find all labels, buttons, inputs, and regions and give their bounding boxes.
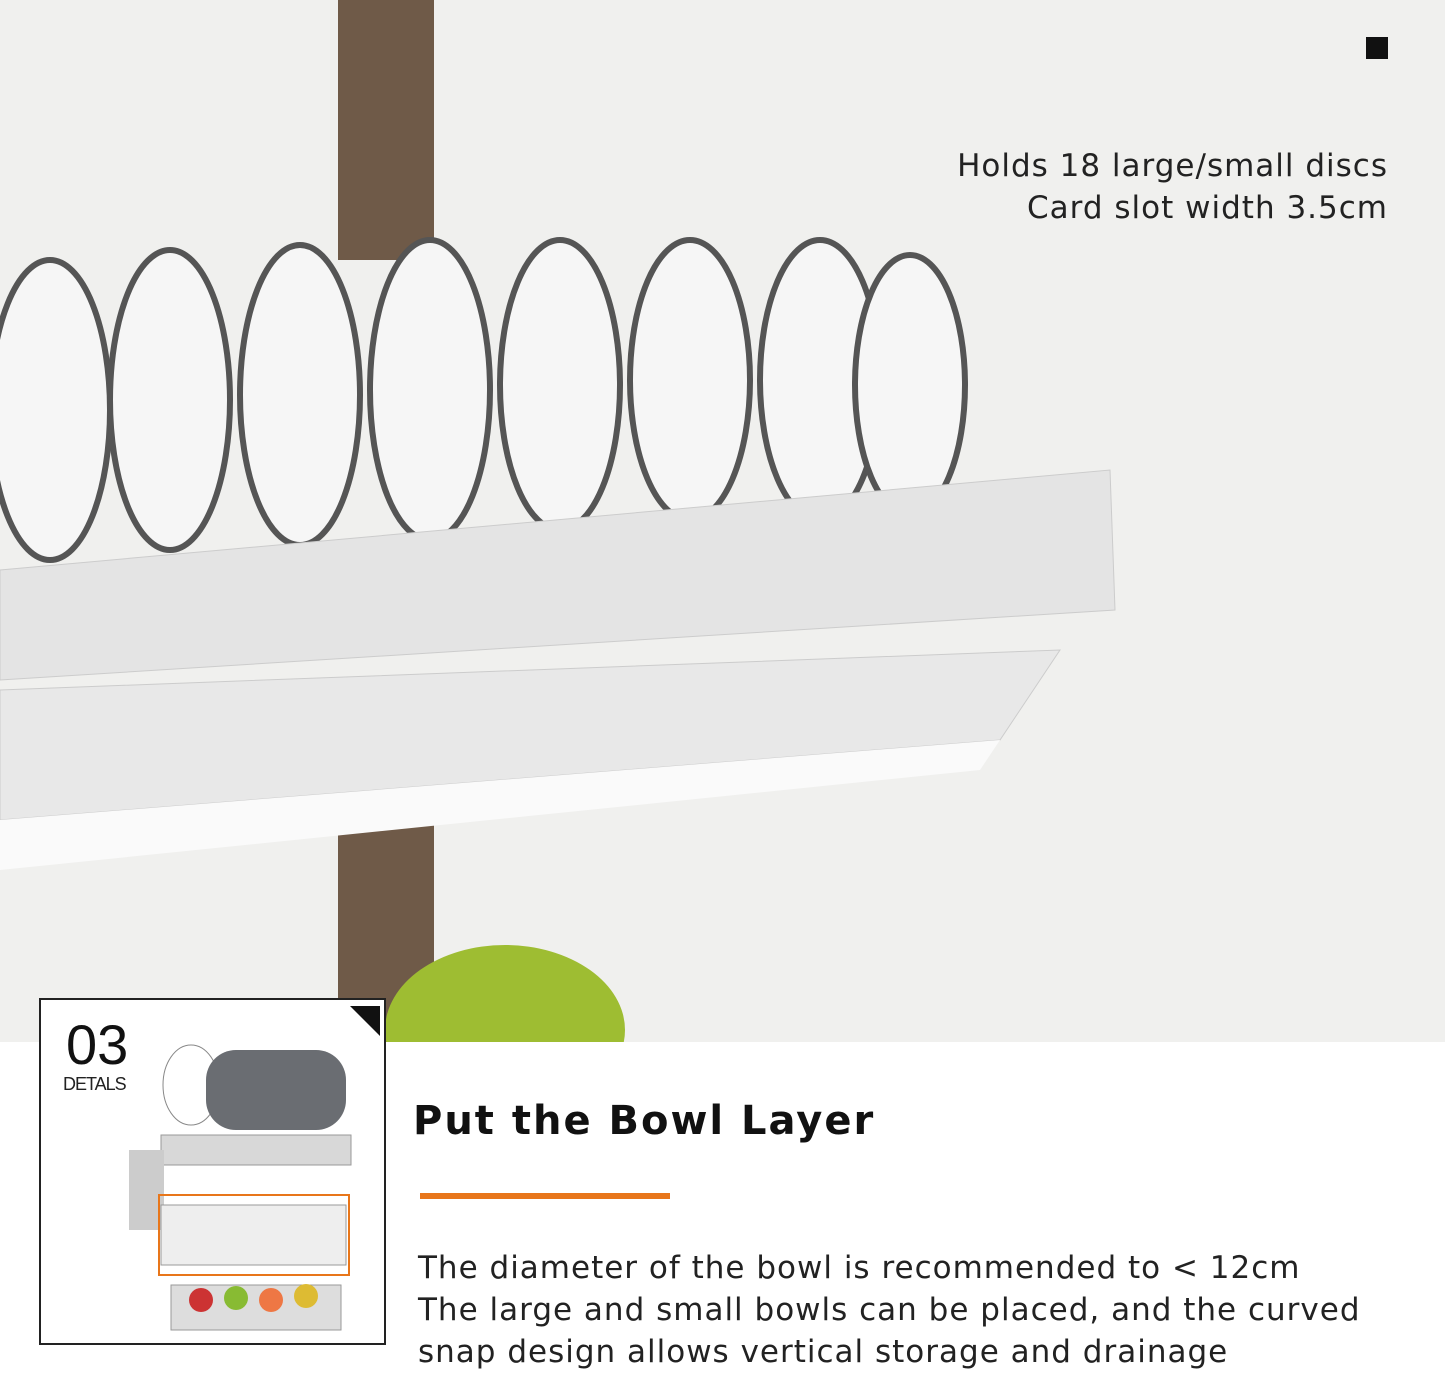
description-line: snap design allows vertical storage and … [418,1334,1229,1370]
detail-number: 03 [66,1013,129,1076]
detail-label: DETALS [63,1074,127,1094]
rack-thumbnail-image [129,1044,352,1331]
description-line: The diameter of the bowl is recommended … [418,1250,1301,1286]
accent-divider [420,1193,670,1199]
corner-square-icon [1366,37,1388,59]
detail-thumbnail: 03 DETALS [39,998,386,1345]
spec-text: Holds 18 large/small discs Card slot wid… [957,145,1388,229]
corner-triangle-icon [350,1006,380,1036]
product-photo: Holds 18 large/small discs Card slot wid… [0,0,1445,1115]
dish-rack-illustration [0,0,1116,1115]
description-line: The large and small bowls can be placed,… [418,1292,1361,1328]
spec-line-slot-width: Card slot width 3.5cm [1027,190,1388,226]
section-description: The diameter of the bowl is recommended … [418,1247,1361,1373]
spec-line-capacity: Holds 18 large/small discs [957,148,1388,184]
section-title: Put the Bowl Layer [413,1098,876,1144]
